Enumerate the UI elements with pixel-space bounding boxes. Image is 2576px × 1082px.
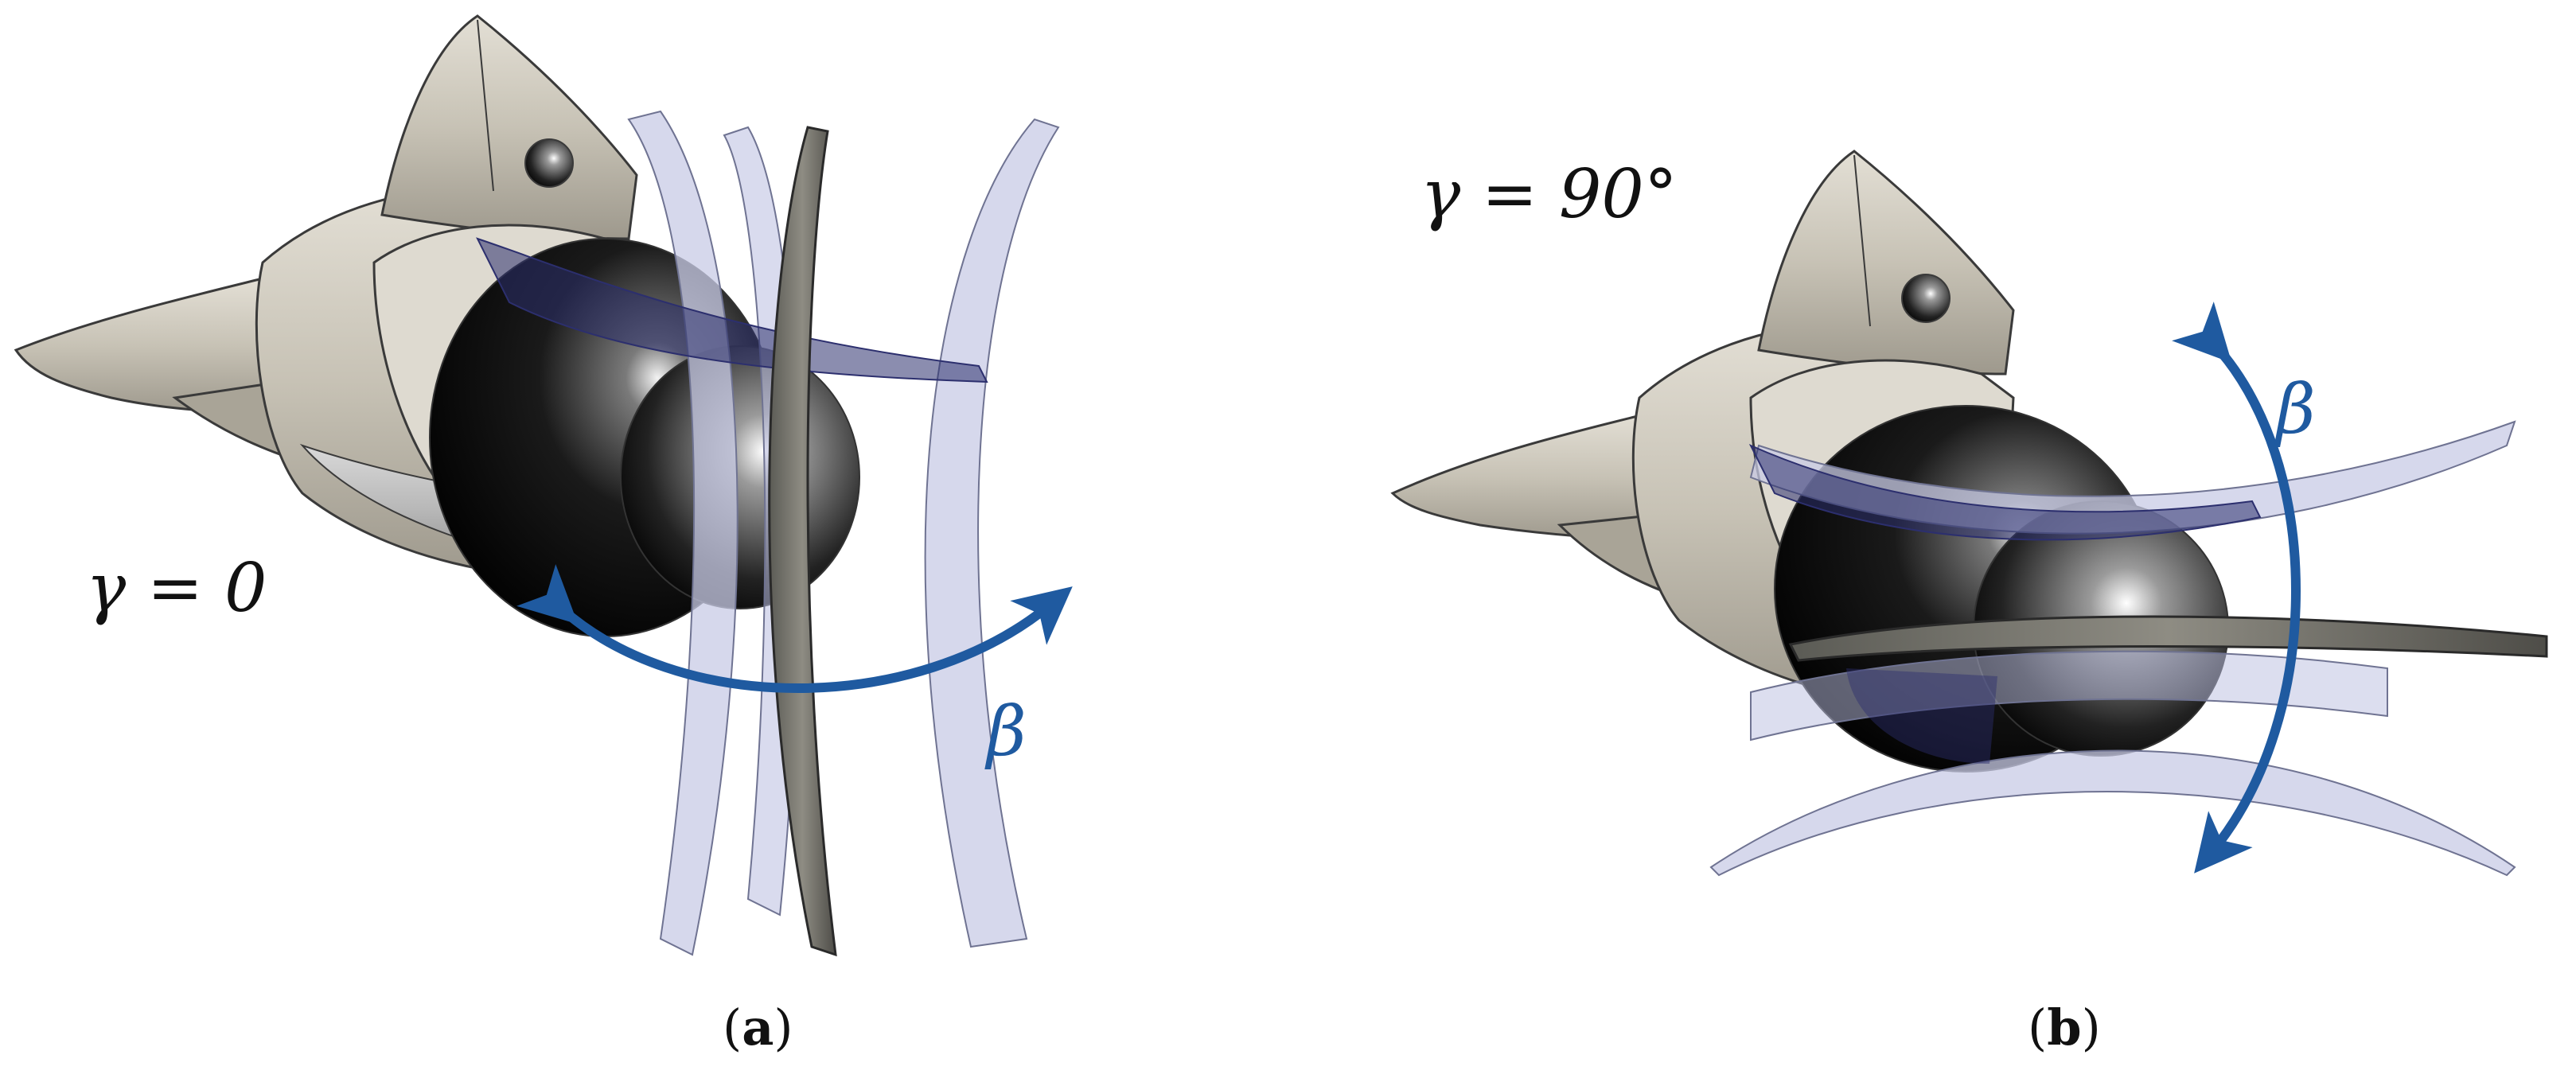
gamma-label-b: γ = 90° [1421,155,1678,233]
sail-sensor-b [1901,274,1951,323]
center-fin-b [1788,615,2548,662]
rotation-arrow-b [2172,302,2301,874]
beta-label-a: β [987,692,1027,772]
panel-b [1390,150,2548,877]
dorsal-sail-b [1757,150,2015,376]
dorsal-sail [380,14,638,240]
sail-seam-b [1853,154,1871,327]
center-fin [768,126,837,957]
sphere-front [620,345,860,609]
ghost-fin-lower-b [1709,749,2516,877]
caption-b: (b) [2028,998,2101,1057]
dark-fin-b [1748,443,2262,541]
caption-a: (a) [723,998,793,1057]
sail-sensor [524,138,574,188]
gamma-label-a: γ = 0 [86,549,267,627]
ghost-fin-right [924,118,1060,948]
sail-seam [477,19,494,192]
dark-fin [476,237,988,383]
beta-label-b: β [2276,370,2316,450]
dark-lobe-b [1846,668,1997,764]
rotation-arrow-a [516,564,1073,693]
panel-a [14,14,1073,957]
